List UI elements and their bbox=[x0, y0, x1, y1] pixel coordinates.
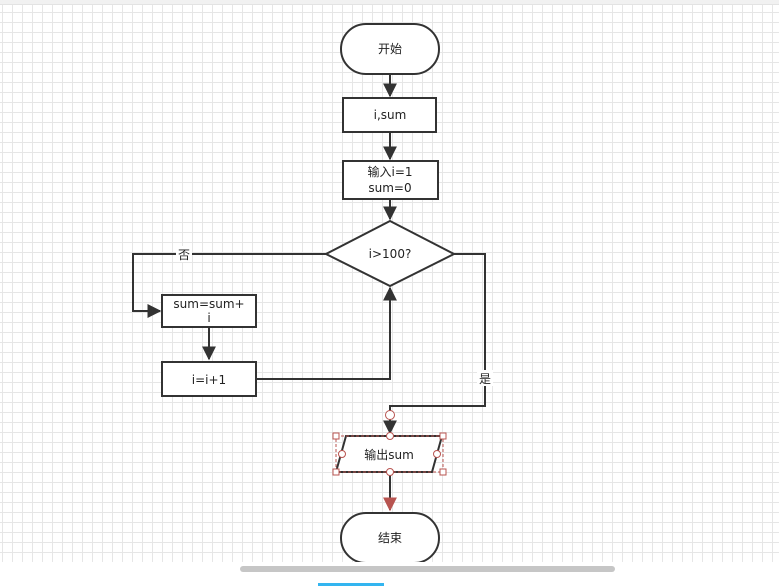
resize-handle-nw[interactable] bbox=[332, 432, 340, 440]
start-label: 开始 bbox=[378, 42, 402, 56]
output-io[interactable] bbox=[334, 435, 444, 473]
output-label: 输出sum bbox=[364, 447, 414, 462]
init-process[interactable] bbox=[342, 160, 439, 200]
yes-label-bg bbox=[477, 370, 493, 386]
end-label: 结束 bbox=[378, 531, 402, 545]
accumulate-label-line2: i bbox=[207, 311, 210, 325]
accumulate-label-line1: sum=sum+ bbox=[173, 297, 244, 311]
top-toolbar-edge bbox=[0, 0, 779, 5]
resize-handle-se[interactable] bbox=[439, 468, 447, 476]
init-label-line1: 输入i=1 bbox=[367, 164, 412, 179]
edge-label-yes: 是 bbox=[479, 372, 491, 386]
start-terminator[interactable] bbox=[340, 23, 440, 75]
decision-label: i>100? bbox=[369, 247, 412, 261]
edge-label-no: 否 bbox=[178, 248, 190, 262]
connect-point-top[interactable] bbox=[386, 432, 394, 440]
edge-decision-yes-to-output[interactable] bbox=[383, 253, 486, 435]
horizontal-scrollbar[interactable] bbox=[240, 566, 615, 572]
edge-increment-to-decision[interactable] bbox=[256, 286, 397, 380]
declare-label: i,sum bbox=[374, 108, 407, 122]
edge-endpoint-handle[interactable] bbox=[385, 410, 395, 420]
no-label-bg bbox=[176, 246, 192, 262]
resize-handle-sw[interactable] bbox=[332, 468, 340, 476]
selection-handles[interactable] bbox=[332, 410, 447, 476]
increment-process[interactable] bbox=[161, 361, 257, 397]
resize-handle-ne[interactable] bbox=[439, 432, 447, 440]
decision-diamond[interactable] bbox=[323, 219, 457, 288]
declare-process[interactable] bbox=[342, 97, 437, 133]
init-label-line2: sum=0 bbox=[368, 181, 411, 195]
increment-label: i=i+1 bbox=[192, 373, 226, 387]
connect-point-right[interactable] bbox=[433, 450, 441, 458]
edge-decision-no-to-accumulate[interactable] bbox=[132, 253, 326, 318]
page-tab-indicator[interactable] bbox=[318, 583, 384, 586]
accumulate-process[interactable] bbox=[161, 294, 257, 328]
connect-point-bottom[interactable] bbox=[386, 468, 394, 476]
connect-point-left[interactable] bbox=[338, 450, 346, 458]
